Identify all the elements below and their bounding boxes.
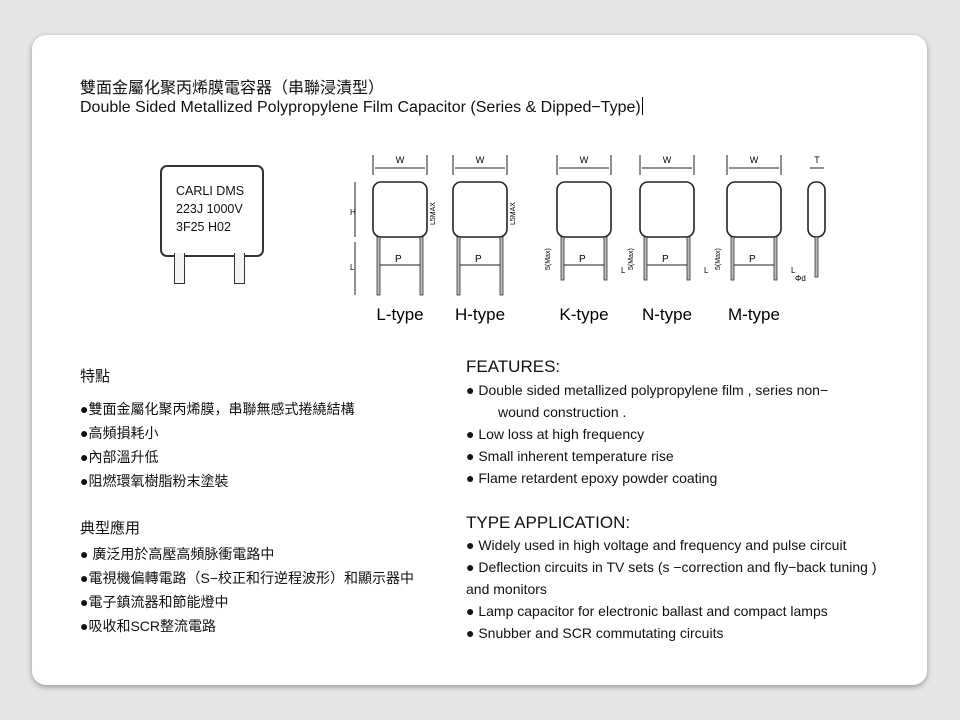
apps-en-item: and monitors bbox=[466, 581, 547, 597]
capacitor-lead bbox=[376, 236, 381, 296]
capacitor-lead bbox=[730, 236, 735, 281]
dim-label-max: L5MAX bbox=[510, 202, 517, 225]
dim-label-h: H bbox=[350, 208, 356, 217]
dim-label-p: P bbox=[395, 254, 402, 265]
dim-label-t: T bbox=[814, 155, 820, 165]
apps-en-item: ● Deflection circuits in TV sets (s −cor… bbox=[466, 559, 877, 575]
dim-label-l: L bbox=[704, 266, 709, 275]
features-zh-item: ●內部溫升低 bbox=[80, 449, 159, 465]
features-en-item: ● Low loss at high frequency bbox=[466, 426, 645, 442]
dim-label-p: P bbox=[749, 254, 756, 265]
type-label: N-type bbox=[642, 305, 692, 324]
capacitor-body bbox=[556, 181, 612, 238]
dim-label-p: P bbox=[579, 254, 586, 265]
slide-card bbox=[32, 35, 927, 685]
text-cursor bbox=[641, 97, 643, 115]
dim-label-l: L bbox=[621, 266, 626, 275]
dim-label-w: W bbox=[396, 155, 405, 165]
title-chinese: 雙面金屬化聚丙烯膜電容器（串聯浸漬型） bbox=[80, 80, 385, 97]
apps-en-item: ● Snubber and SCR commutating circuits bbox=[466, 625, 724, 641]
title-english: Double Sided Metallized Polypropylene Fi… bbox=[80, 97, 643, 117]
capacitor-lead bbox=[773, 236, 778, 281]
capacitor-lead bbox=[603, 236, 608, 281]
capacitor-lead bbox=[686, 236, 691, 281]
dim-label-d: Φd bbox=[795, 274, 806, 283]
capacitor-body bbox=[452, 181, 508, 238]
dim-label-p: P bbox=[662, 254, 669, 265]
features-zh-heading: 特點 bbox=[80, 368, 111, 385]
dim-label-w: W bbox=[580, 155, 589, 165]
capacitor-body bbox=[726, 181, 782, 238]
capacitor-lead bbox=[814, 236, 819, 278]
dim-label-max: L5MAX bbox=[430, 202, 437, 225]
capacitor-lead bbox=[419, 236, 424, 296]
dim-label-max: 5(Max) bbox=[715, 248, 722, 270]
marking-line: 223J 1000V bbox=[176, 202, 243, 216]
capacitor-side-body bbox=[807, 181, 826, 238]
capacitor-illustration: CARLI DMS 223J 1000V 3F25 H02 bbox=[160, 165, 264, 257]
dim-label-max: 5(Max) bbox=[545, 248, 552, 270]
features-en-item: ● Double sided metallized polypropylene … bbox=[466, 382, 829, 398]
type-label: M-type bbox=[728, 305, 780, 324]
capacitor-lead bbox=[499, 236, 504, 296]
capacitor-body bbox=[639, 181, 695, 238]
dim-label-w: W bbox=[663, 155, 672, 165]
type-label: L-type bbox=[376, 305, 423, 324]
apps-zh-item: ●電視機偏轉電路（S−校正和行逆程波形）和顯示器中 bbox=[80, 570, 414, 586]
dim-label-max: 5(Max) bbox=[628, 248, 635, 270]
capacitor-lead bbox=[234, 253, 245, 284]
features-zh-item: ●高頻損耗小 bbox=[80, 425, 159, 441]
dim-label-w: W bbox=[750, 155, 759, 165]
capacitor-lead bbox=[174, 253, 185, 284]
apps-zh-item: ●吸收和SCR整流電路 bbox=[80, 618, 217, 634]
apps-zh-heading: 典型應用 bbox=[80, 520, 141, 537]
capacitor-lead bbox=[643, 236, 648, 281]
marking-line: CARLI DMS bbox=[176, 184, 245, 198]
apps-en-heading: TYPE APPLICATION: bbox=[466, 513, 631, 532]
features-en-item: ● Small inherent temperature rise bbox=[466, 448, 674, 464]
dim-label-p: P bbox=[475, 254, 482, 265]
apps-zh-item: ●電子鎮流器和節能燈中 bbox=[80, 594, 229, 610]
features-en-heading: FEATURES: bbox=[466, 357, 561, 376]
apps-en-item: ● Lamp capacitor for electronic ballast … bbox=[466, 603, 828, 619]
dim-label-w: W bbox=[476, 155, 485, 165]
type-label: H-type bbox=[455, 305, 505, 324]
features-zh-item: ●雙面金屬化聚丙烯膜，串聯無感式捲繞結構 bbox=[80, 401, 355, 417]
capacitor-body bbox=[372, 181, 428, 238]
dim-label-l: L bbox=[791, 266, 796, 275]
title-english-text: Double Sided Metallized Polypropylene Fi… bbox=[80, 99, 641, 116]
type-label: K-type bbox=[559, 305, 608, 324]
capacitor-lead bbox=[560, 236, 565, 281]
features-zh-item: ●阻燃環氧樹脂粉末塗裝 bbox=[80, 473, 229, 489]
dim-label-l: L bbox=[350, 263, 355, 272]
features-en-item: wound construction . bbox=[498, 404, 627, 420]
capacitor-lead bbox=[456, 236, 461, 296]
features-en-item: ● Flame retardent epoxy powder coating bbox=[466, 470, 718, 486]
dimension-diagram: W P L-type L5MAX W P H-type L5MAX W P K-type 5(Max)… bbox=[350, 155, 826, 324]
marking-line: 3F25 H02 bbox=[176, 220, 231, 234]
apps-en-item: ● Widely used in high voltage and freque… bbox=[466, 537, 847, 553]
apps-zh-item: ● 廣泛用於高壓高頻脉衝電路中 bbox=[80, 546, 275, 562]
